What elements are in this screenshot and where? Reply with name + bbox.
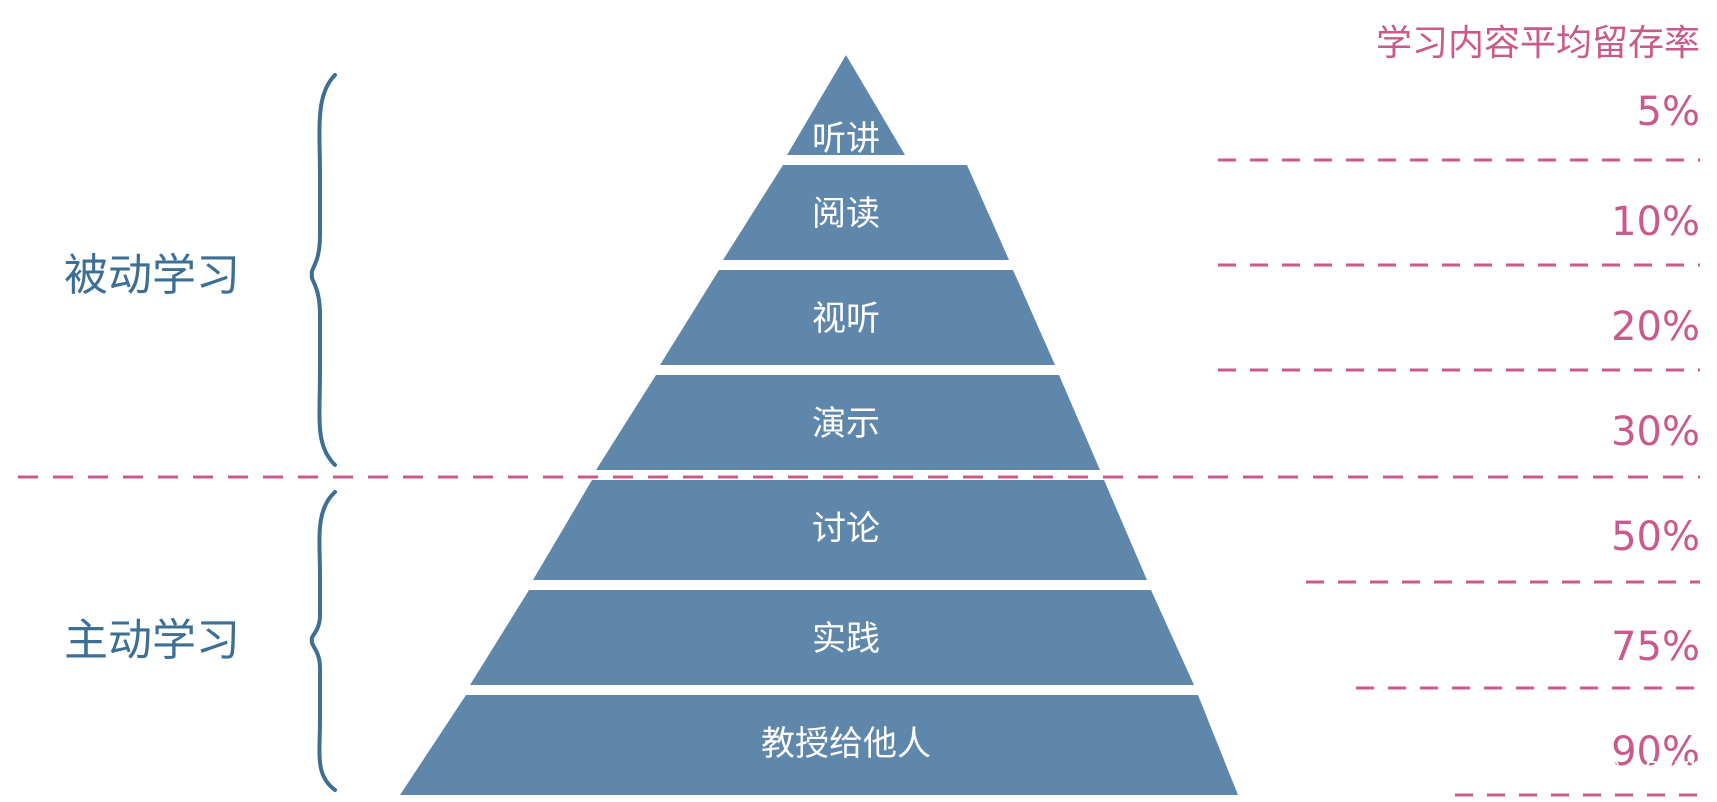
retention-rate: 75%: [1611, 624, 1700, 670]
group-braces: [309, 73, 337, 792]
layer-label: 视听: [812, 299, 880, 339]
retention-rate: 20%: [1611, 304, 1700, 350]
retention-rate: 50%: [1611, 514, 1700, 560]
active-brace: [309, 490, 337, 792]
retention-rate: 90%: [1611, 729, 1700, 775]
active-learning-label: 主动学习: [64, 615, 240, 666]
pyramid-layers: [400, 55, 1238, 795]
pyramid-layer-labels: 听讲 阅读 视听 演示 讨论 实践 教授给他人: [761, 119, 931, 764]
retention-rate: 30%: [1611, 409, 1700, 455]
pyramid-layer-2: [723, 165, 1009, 260]
pyramid-layer-1: [787, 55, 905, 155]
watermark: 掘金技术社区 @ asyyr: [1431, 752, 1701, 782]
retention-rates: 5% 10% 20% 30% 50% 75% 90%: [1611, 89, 1700, 775]
layer-label: 阅读: [812, 194, 880, 234]
passive-brace: [309, 73, 337, 467]
layer-label: 教授给他人: [761, 724, 931, 764]
retention-rate: 10%: [1611, 199, 1700, 245]
layer-label: 讨论: [812, 509, 880, 549]
layer-label: 演示: [812, 404, 880, 444]
rate-separators: [1218, 158, 1700, 797]
pyramid-layer-7: [400, 695, 1238, 795]
retention-rate: 5%: [1637, 89, 1700, 135]
retention-title: 学习内容平均留存率: [1376, 23, 1700, 64]
pyramid-layer-3: [660, 270, 1055, 365]
layer-label: 听讲: [812, 119, 880, 159]
pyramid-layer-6: [470, 590, 1194, 685]
passive-learning-label: 被动学习: [64, 250, 240, 301]
pyramid-layer-4: [596, 375, 1100, 470]
pyramid-layer-5: [533, 480, 1147, 580]
layer-label: 实践: [812, 619, 880, 659]
